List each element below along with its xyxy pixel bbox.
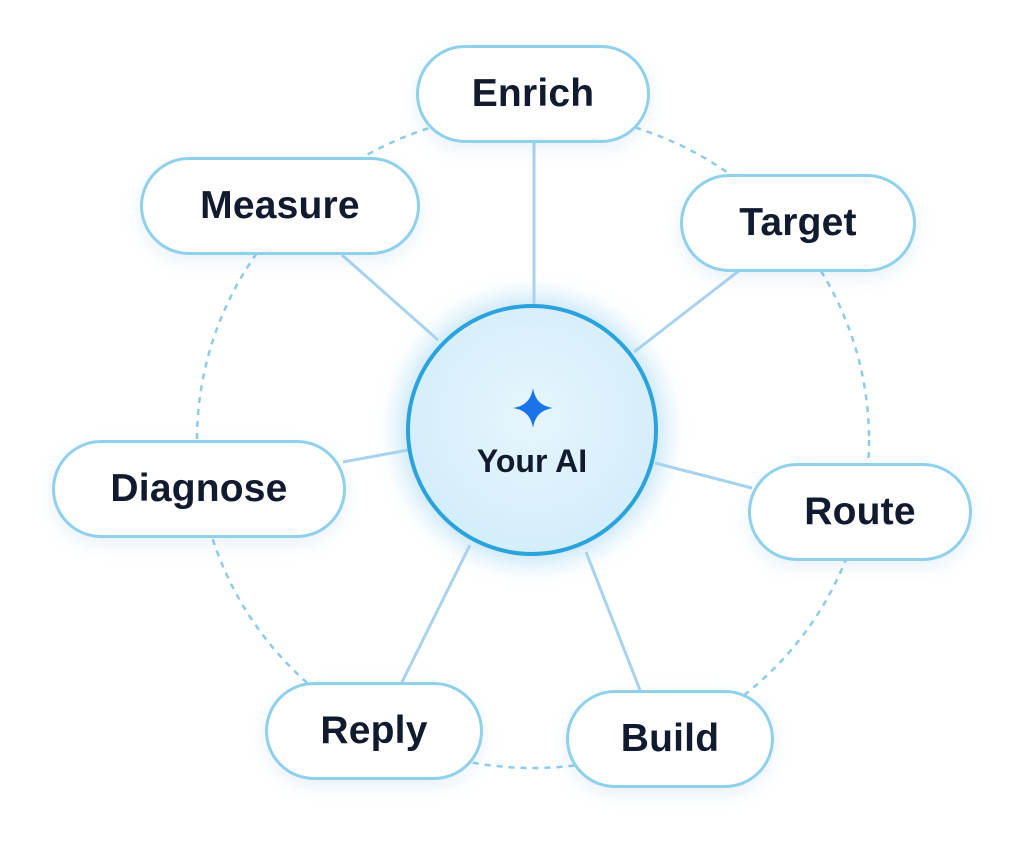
- node-label-target: Target: [739, 201, 857, 244]
- connector-build: [584, 551, 642, 691]
- node-diagnose[interactable]: Diagnose: [52, 440, 346, 538]
- node-reply[interactable]: Reply: [265, 682, 483, 780]
- connector-target: [633, 268, 741, 354]
- sparkle-icon: [513, 388, 553, 428]
- node-measure[interactable]: Measure: [140, 157, 420, 255]
- connector-reply: [400, 544, 472, 683]
- node-label-route: Route: [804, 490, 916, 533]
- node-build[interactable]: Build: [566, 690, 774, 788]
- node-label-measure: Measure: [200, 184, 360, 227]
- node-label-diagnose: Diagnose: [110, 467, 288, 510]
- node-route[interactable]: Route: [748, 463, 972, 561]
- node-label-build: Build: [620, 717, 720, 760]
- connector-measure: [341, 253, 439, 342]
- hub-circle[interactable]: [406, 304, 658, 556]
- node-label-enrich: Enrich: [471, 72, 595, 115]
- node-label-reply: Reply: [320, 709, 428, 752]
- node-enrich[interactable]: Enrich: [416, 45, 650, 143]
- node-target[interactable]: Target: [680, 174, 916, 272]
- hub-label: Your AI: [476, 443, 588, 479]
